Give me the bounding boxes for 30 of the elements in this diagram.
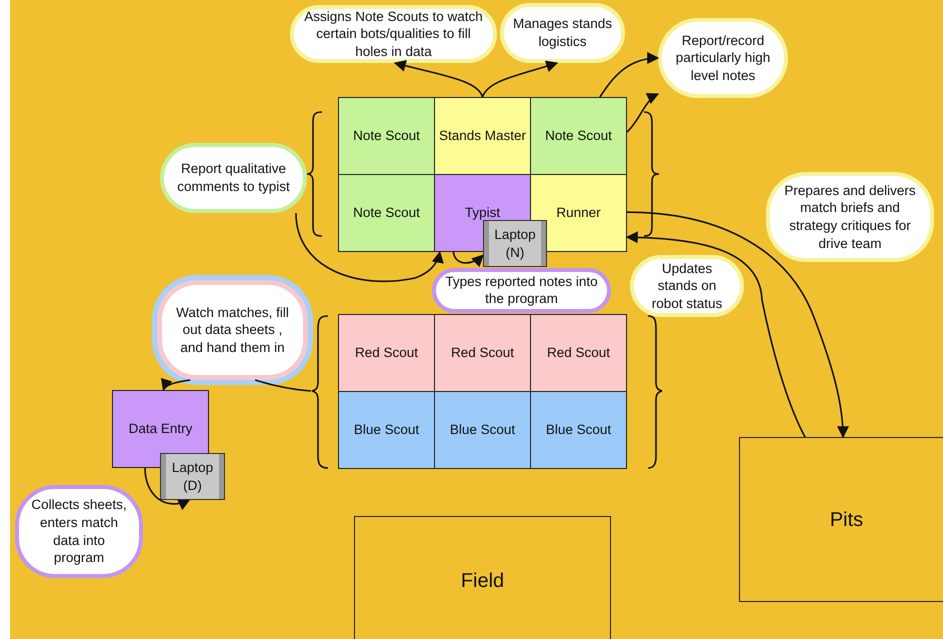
arrow [295,212,444,282]
role-cell: Red Scout [434,314,531,392]
area-box: Field [354,516,611,639]
arrow [626,93,660,133]
laptop-box: Laptop (D) [160,453,225,500]
arrow [394,60,484,98]
role-cell: Note Scout [530,97,627,175]
role-cell: Red Scout [530,314,627,392]
speech-bubble: Prepares and delivers match briefs and strategy critiques for drive team [766,172,934,262]
speech-bubble: Report qualitative comments to typist [160,143,307,213]
role-cell: Blue Scout [530,391,627,469]
connector-line [254,379,312,392]
arrow [482,60,558,98]
role-cell: Blue Scout [338,391,435,469]
arrow [144,468,190,510]
arrow [626,231,806,438]
arrow [626,211,849,438]
role-cell: Note Scout [338,97,435,175]
speech-bubble: Manages stands logistics [500,3,625,63]
arrow [599,52,660,98]
area-box: Pits [739,437,943,602]
speech-bubble: Types reported notes into the program [432,268,611,313]
role-cell: Blue Scout [434,391,531,469]
speech-bubble: Assigns Note Scouts to watch certain bots/qualities to fill holes in data [290,5,497,63]
role-cell: Red Scout [338,314,435,392]
role-cell: Note Scout [338,174,435,252]
laptop-box: Laptop (N) [483,220,547,267]
arrow [162,378,190,392]
role-cell: Stands Master [434,97,531,175]
arrow [452,252,484,267]
